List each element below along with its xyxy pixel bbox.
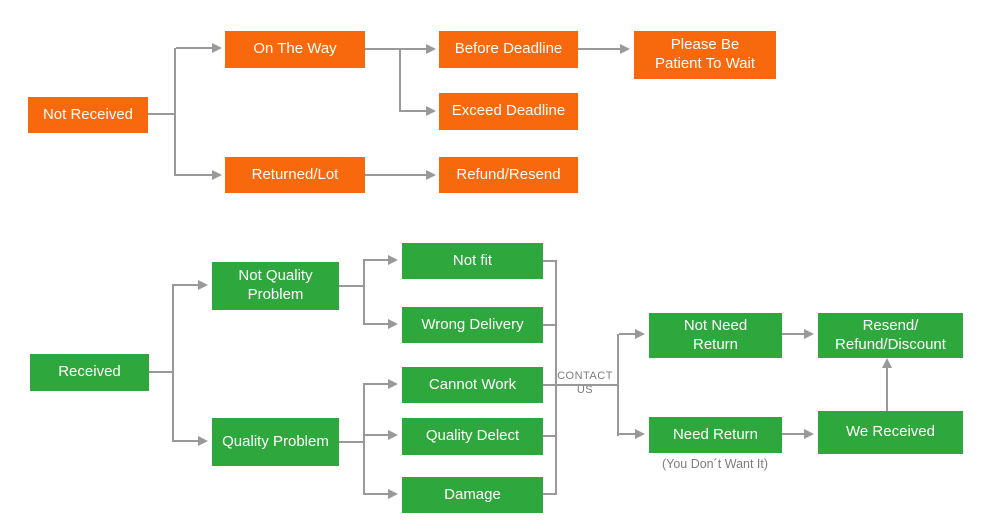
line-wereceived-up: [886, 366, 888, 411]
line-to-notqualityproblem: [174, 284, 198, 286]
node-refund-resend: Refund/Resend: [439, 157, 578, 193]
node-damage: Damage: [402, 477, 543, 513]
line-notquality-stub: [339, 285, 365, 287]
line-ontheway-branch: [399, 48, 401, 112]
line-qualityproblem-stub: [339, 441, 365, 443]
line-to-needreturn: [619, 433, 635, 435]
line-ontheway-stub: [365, 48, 401, 50]
arrowhead-to-resendrefund: [804, 329, 814, 339]
line-to-notfit: [365, 259, 388, 261]
line-to-cannotwork: [365, 383, 388, 385]
arrowhead-to-returnedlot: [212, 170, 222, 180]
node-quality-delect: Quality Delect: [402, 418, 543, 455]
node-not-quality-problem: Not Quality Problem: [212, 262, 339, 310]
node-before-deadline: Before Deadline: [439, 31, 578, 68]
arrowhead-to-notfit: [388, 255, 398, 265]
line-to-returnedlot: [176, 174, 212, 176]
line-to-wereceived: [782, 433, 804, 435]
arrowhead-to-needreturn: [635, 429, 645, 439]
need-return-note: (You Don´t Want It): [661, 457, 769, 471]
line-notfit-out: [543, 260, 556, 262]
line-to-qualityproblem: [174, 440, 198, 442]
line-qualityproblem-branch: [363, 383, 365, 495]
line-contactus-main: [543, 384, 618, 386]
line-qualitydelect-out: [543, 435, 556, 437]
node-wrong-delivery: Wrong Delivery: [402, 307, 543, 343]
node-returned-lot: Returned/Lot: [225, 157, 365, 193]
node-quality-problem: Quality Problem: [212, 418, 339, 466]
line-to-exceeddeadline: [401, 110, 426, 112]
line-received-branch: [172, 284, 174, 442]
arrowhead-to-wrongdelivery: [388, 319, 398, 329]
arrowhead-to-qualityproblem: [198, 436, 208, 446]
arrowhead-to-damage: [388, 489, 398, 499]
arrowhead-to-qualitydelect: [388, 430, 398, 440]
line-to-notneedreturn: [619, 333, 635, 335]
arrowhead-to-beforedeadline: [426, 44, 436, 54]
arrowhead-to-pleasebepatient: [620, 44, 630, 54]
arrowhead-to-ontheway: [212, 43, 222, 53]
line-to-wrongdelivery: [365, 323, 388, 325]
line-to-damage: [365, 493, 388, 495]
arrowhead-to-cannotwork: [388, 379, 398, 389]
line-to-beforedeadline: [401, 48, 426, 50]
line-to-refundresend: [365, 174, 426, 176]
line-to-resendrefund: [782, 333, 804, 335]
arrowhead-to-refundresend: [426, 170, 436, 180]
line-notreceived-stub: [148, 113, 176, 115]
line-received-stub: [149, 371, 173, 373]
node-we-received: We Received: [818, 411, 963, 454]
arrowhead-to-notneedreturn: [635, 329, 645, 339]
node-not-fit: Not fit: [402, 243, 543, 279]
line-notreceived-branch: [174, 48, 176, 176]
node-received: Received: [30, 354, 149, 391]
line-collector-bus: [555, 260, 557, 495]
line-to-pleasebepatient: [578, 48, 620, 50]
node-not-received: Not Received: [28, 97, 148, 133]
line-contactus-branch: [617, 334, 619, 436]
node-need-return: Need Return: [649, 417, 782, 453]
line-to-qualitydelect: [365, 434, 388, 436]
contact-us-label: CONTACT US: [557, 370, 613, 396]
line-to-ontheway: [176, 47, 212, 49]
arrowhead-to-exceeddeadline: [426, 106, 436, 116]
node-on-the-way: On The Way: [225, 31, 365, 68]
node-not-need-return: Not Need Return: [649, 313, 782, 358]
node-cannot-work: Cannot Work: [402, 367, 543, 403]
line-wrongdelivery-out: [543, 324, 556, 326]
line-damage-out: [543, 493, 556, 495]
arrowhead-to-wereceived: [804, 429, 814, 439]
node-resend-refund-discount: Resend/ Refund/Discount: [818, 313, 963, 358]
arrowhead-to-notqualityproblem: [198, 280, 208, 290]
node-exceed-deadline: Exceed Deadline: [439, 93, 578, 130]
node-please-be-patient: Please Be Patient To Wait: [634, 31, 776, 79]
arrowhead-up-to-resendrefund: [882, 358, 892, 368]
line-notquality-branch: [363, 259, 365, 325]
